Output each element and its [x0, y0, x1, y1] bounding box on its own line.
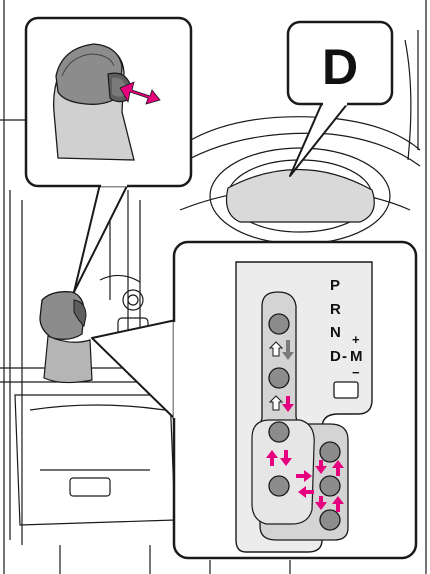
- gate-knob-m-down: [320, 510, 340, 530]
- gate-label-n: N: [330, 324, 341, 341]
- gate-label-plus: +: [352, 332, 360, 347]
- gate-label-m: M: [350, 348, 363, 365]
- gear-indicator-letter: D: [322, 39, 358, 95]
- gate-knob-p: [269, 314, 289, 334]
- gate-label-minus: −: [352, 365, 360, 380]
- gate-knob-m: [320, 476, 340, 496]
- gate-knob-m-up: [320, 442, 340, 462]
- gate-knob-d: [269, 422, 289, 442]
- shift-lever: [40, 292, 92, 383]
- gate-label-d: D: [330, 348, 341, 365]
- gate-label-r: R: [330, 301, 341, 318]
- gate-knob-r: [269, 368, 289, 388]
- knob-closeup: [54, 44, 134, 160]
- gate-label-p: P: [330, 277, 340, 294]
- gate-knob-s: [269, 476, 289, 496]
- knob-callout: [26, 18, 191, 292]
- mode-button: [334, 382, 358, 398]
- gate-label-dash: -: [342, 348, 347, 365]
- shift-gate-callout: P R N D - + M −: [92, 242, 416, 558]
